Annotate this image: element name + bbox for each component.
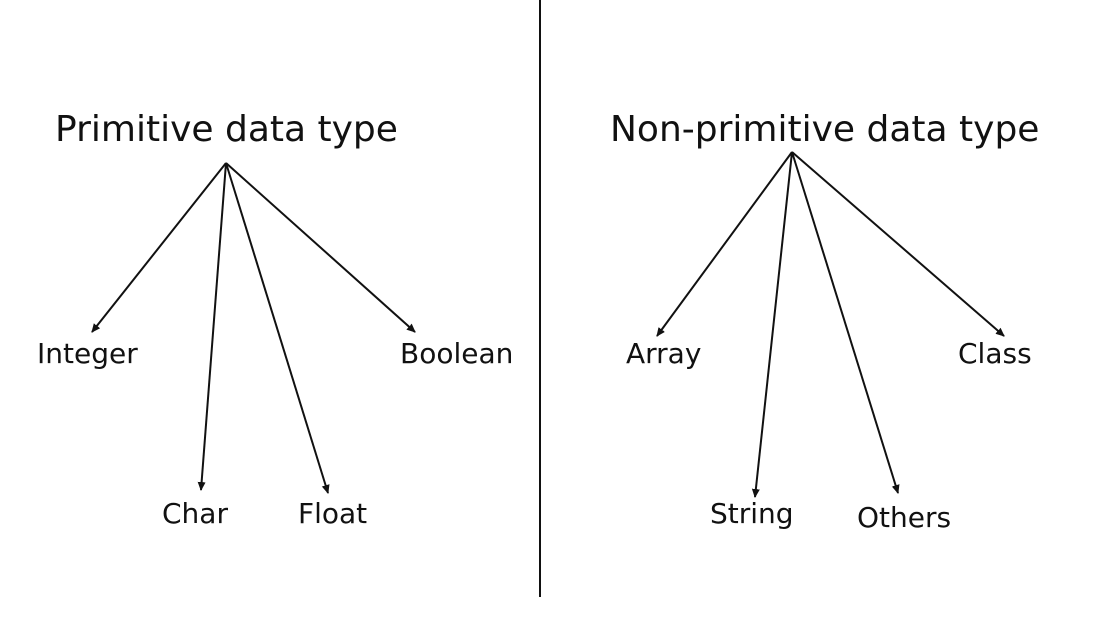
leaf-array: Array [626,337,702,370]
arrow-to-others [791,151,900,494]
arrow-to-float [225,162,330,494]
leaf-boolean: Boolean [400,337,514,370]
primitive-root-title: Primitive data type [55,109,398,150]
leaf-integer: Integer [37,337,138,370]
leaf-others: Others [857,501,952,534]
arrow-to-char [197,162,227,491]
arrow-to-boolean [225,162,416,333]
leaf-char: Char [162,497,228,530]
leaf-float: Float [298,497,368,530]
leaf-string: String [710,497,794,530]
arrow-to-class [791,151,1005,337]
non-primitive-root-title: Non-primitive data type [610,109,1040,150]
leaf-class: Class [958,337,1032,370]
arrow-to-array [656,151,793,337]
arrow-to-integer [91,162,227,333]
arrow-to-string [751,151,793,498]
